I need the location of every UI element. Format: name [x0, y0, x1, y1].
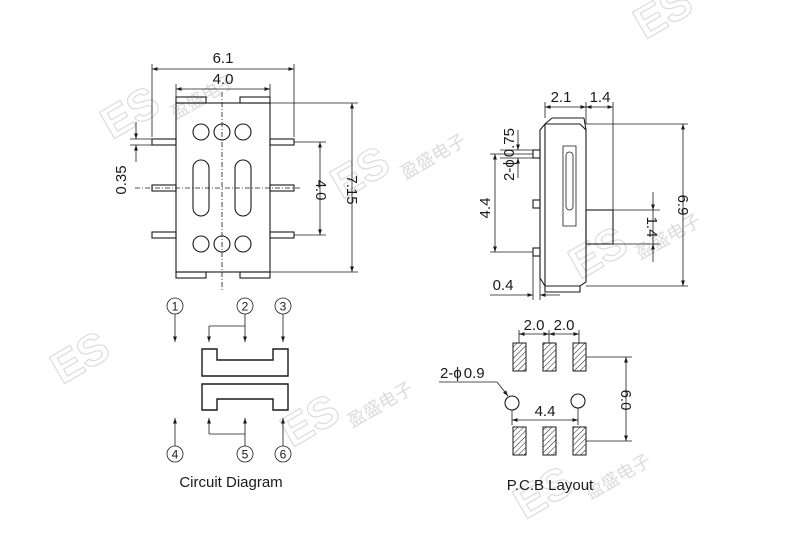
hole-bl [192, 235, 210, 253]
side-pin-3 [532, 247, 541, 257]
hole-br [234, 235, 252, 253]
dim-4-4-side-label: 4.4 [477, 198, 494, 219]
pcb-pad-5 [542, 426, 557, 456]
dim-pcb-6-0-label: 6.0 [617, 390, 634, 411]
dim-7-15-label: 7.15 [343, 175, 360, 204]
circuit-pin-1: 1 [166, 297, 184, 315]
pcb-caption: P.C.B Layout [507, 477, 594, 494]
circuit-pin-5: 5 [236, 445, 254, 463]
top-view: 6.1 4.0 0.35 4.0 7.15 [113, 50, 360, 290]
circuit-diagram: 1 2 3 4 5 6 [166, 297, 292, 491]
watermark-chinese-2: 盈盛电子 [397, 130, 470, 184]
svg-text:2: 2 [242, 300, 249, 314]
svg-text:6: 6 [280, 448, 287, 462]
pin-left-1 [151, 138, 177, 146]
svg-text:1: 1 [172, 300, 179, 314]
pcb-pad-1 [512, 342, 527, 372]
dim-pcb-2-0-a-label: 2.0 [524, 317, 545, 334]
svg-text:5: 5 [242, 448, 249, 462]
dim-6-9-label: 6.9 [674, 195, 691, 216]
pcb-hole-right [570, 393, 586, 409]
dim-1-4-right-label: 1.4 [643, 217, 660, 238]
side-inner-slot [565, 151, 574, 211]
circuit-pin-6: 6 [274, 445, 292, 463]
watermark-chinese-3: 盈盛电子 [632, 210, 705, 264]
top-view-tab-tr [239, 96, 271, 104]
dim-0-4-label: 0.4 [493, 277, 514, 294]
watermark-logo-3: ES [561, 217, 636, 289]
dim-holes-label: 2-ϕ0.75 [501, 128, 518, 181]
side-pin-2 [532, 199, 541, 209]
circuit-pin-4: 4 [166, 445, 184, 463]
circuit-caption: Circuit Diagram [179, 474, 282, 491]
watermark-logo-1: ES [93, 77, 168, 149]
pcb-pad-3 [572, 342, 587, 372]
dim-pcb-4-4-label: 4.4 [535, 403, 556, 420]
pcb-pad-4 [512, 426, 527, 456]
pcb-hole-left [504, 395, 520, 411]
pin-right-3 [269, 231, 295, 239]
top-view-tab-bl [175, 271, 207, 279]
pin-left-3 [151, 231, 177, 239]
svg-text:3: 3 [280, 300, 287, 314]
svg-text:4: 4 [172, 448, 179, 462]
side-view: 2-ϕ0.75 2.1 1.4 4.4 1.4 6.9 0.4 [477, 89, 691, 300]
watermark-group: ES 盈盛电子 ES 盈盛电子 ES 盈盛电子 ES ES 盈盛电子 ES ES… [42, 0, 705, 529]
dim-2-1-label: 2.1 [551, 89, 572, 106]
circuit-pin-2: 2 [236, 297, 254, 315]
pcb-pad-6 [572, 426, 587, 456]
side-pin-1 [532, 149, 541, 159]
dim-0-35-label: 0.35 [113, 165, 130, 194]
pin-right-1 [269, 138, 295, 146]
dim-4-0-h-label: 4.0 [213, 71, 234, 88]
circuit-pin-3: 3 [274, 297, 292, 315]
top-view-tab-tl [175, 96, 207, 104]
dim-1-4-top-label: 1.4 [590, 89, 611, 106]
watermark-chinese-5: 盈盛电子 [344, 378, 417, 432]
side-actuator [585, 209, 614, 245]
dim-6-1-label: 6.1 [213, 50, 234, 67]
watermark-logo-6: ES [626, 0, 701, 49]
switch-contact-top [201, 348, 289, 377]
watermark-logo-4: ES [43, 322, 118, 394]
hole-tl [192, 123, 210, 141]
hole-tr [234, 123, 252, 141]
pcb-pad-2 [542, 342, 557, 372]
dim-4-0-v-label: 4.0 [312, 180, 329, 201]
top-view-body [175, 102, 271, 273]
switch-contact-bottom [201, 383, 289, 411]
top-view-tab-br [239, 271, 271, 279]
dim-pcb-2-0-b-label: 2.0 [554, 317, 575, 334]
